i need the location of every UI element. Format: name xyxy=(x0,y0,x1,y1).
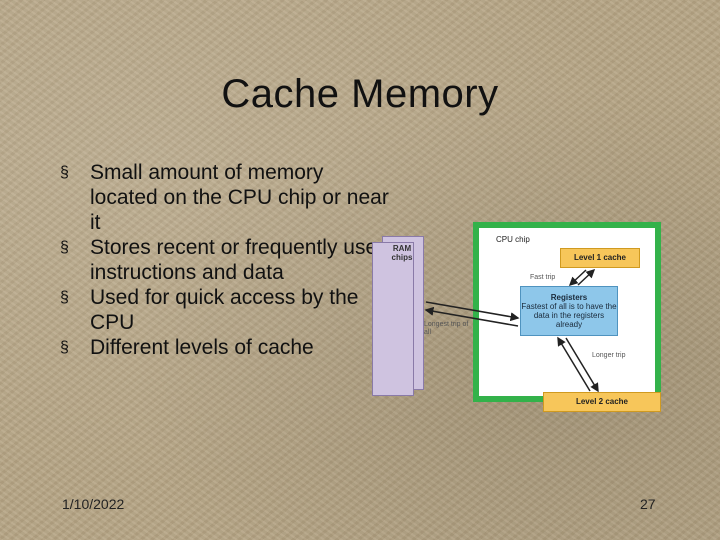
cpu-chip-label: CPU chip xyxy=(496,235,530,244)
level2-cache-box: Level 2 cache xyxy=(543,392,661,412)
bullet-marker: § xyxy=(60,164,69,181)
registers-box: Registers Fastest of all is to have the … xyxy=(520,286,618,336)
bullet-marker: § xyxy=(60,339,69,356)
bullet-text: Used for quick access by the CPU xyxy=(90,286,359,334)
bullet-text: Small amount of memory located on the CP… xyxy=(90,161,389,234)
bullet-item: § Different levels of cache xyxy=(60,335,390,360)
longer-trip-label: Longer trip xyxy=(592,352,626,359)
bullet-item: § Used for quick access by the CPU xyxy=(60,285,390,335)
bullet-marker: § xyxy=(60,289,69,306)
ram-chip-front xyxy=(372,242,414,396)
bullet-text: Different levels of cache xyxy=(90,336,314,359)
longest-trip-label: Longest trip of all xyxy=(424,321,469,336)
footer-date: 1/10/2022 xyxy=(62,496,125,512)
bullet-text: Stores recent or frequently used instruc… xyxy=(90,236,389,284)
level1-cache-box: Level 1 cache xyxy=(560,248,640,268)
bullet-item: § Small amount of memory located on the … xyxy=(60,160,390,235)
bullet-list: § Small amount of memory located on the … xyxy=(60,160,390,360)
bullet-marker: § xyxy=(60,239,69,256)
ram-chips-label: RAM chips xyxy=(391,244,413,262)
registers-description: Fastest of all is to have the data in th… xyxy=(521,302,617,329)
fast-trip-label: Fast trip xyxy=(530,274,556,281)
bullet-item: § Stores recent or frequently used instr… xyxy=(60,235,390,285)
slide-title: Cache Memory xyxy=(221,72,499,116)
registers-title: Registers xyxy=(550,293,588,302)
page-number: 27 xyxy=(640,496,656,512)
